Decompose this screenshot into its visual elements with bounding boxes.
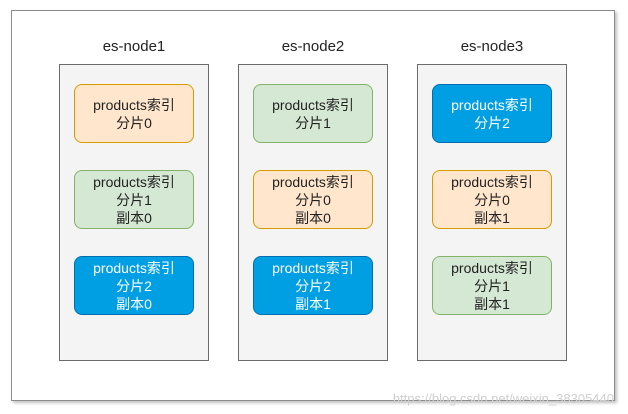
shard-label-index: products索引 [93,96,175,113]
shard-box: products索引 分片0 [74,84,194,143]
shard-label-replica: 副本1 [474,295,510,312]
shard-box: products索引 分片2 副本0 [74,256,194,315]
node-title-3: es-node3 [460,38,524,55]
shard-label-shard: 分片2 [116,277,152,294]
shard-label-shard: 分片0 [116,114,152,131]
shard-label-replica: 副本1 [295,295,331,312]
shard-box: products索引 分片1 副本0 [74,170,194,229]
shard-label-shard: 分片1 [116,191,152,208]
shard-label-index: products索引 [93,173,175,190]
shard-label-shard: 分片0 [295,191,331,208]
watermark-text: https://blog.csdn.net/weixin_38305440 [392,391,614,406]
shard-box: products索引 分片0 副本1 [432,170,552,229]
node-box-2: products索引 分片1 products索引 分片0 副本0 produc… [238,64,388,361]
shard-label-index: products索引 [93,259,175,276]
shard-label-index: products索引 [451,173,533,190]
node-title-1: es-node1 [102,38,166,55]
shard-label-replica: 副本0 [295,209,331,226]
node-box-1: products索引 分片0 products索引 分片1 副本0 produc… [59,64,209,361]
shard-label-shard: 分片0 [474,191,510,208]
shard-label-index: products索引 [451,96,533,113]
shard-label-index: products索引 [272,173,354,190]
shard-label-index: products索引 [451,259,533,276]
shard-label-index: products索引 [272,96,354,113]
shard-label-replica: 副本0 [116,209,152,226]
shard-box: products索引 分片1 副本1 [432,256,552,315]
shard-box: products索引 分片0 副本0 [253,170,373,229]
node-title-2: es-node2 [281,38,345,55]
shard-box: products索引 分片2 [432,84,552,143]
node-box-3: products索引 分片2 products索引 分片0 副本1 produc… [417,64,567,361]
shard-box: products索引 分片1 [253,84,373,143]
shard-label-shard: 分片1 [474,277,510,294]
shard-label-shard: 分片2 [474,114,510,131]
shard-label-shard: 分片2 [295,277,331,294]
shard-label-replica: 副本1 [474,209,510,226]
shard-label-replica: 副本0 [116,295,152,312]
shard-label-index: products索引 [272,259,354,276]
shard-label-shard: 分片1 [295,114,331,131]
shard-box: products索引 分片2 副本1 [253,256,373,315]
